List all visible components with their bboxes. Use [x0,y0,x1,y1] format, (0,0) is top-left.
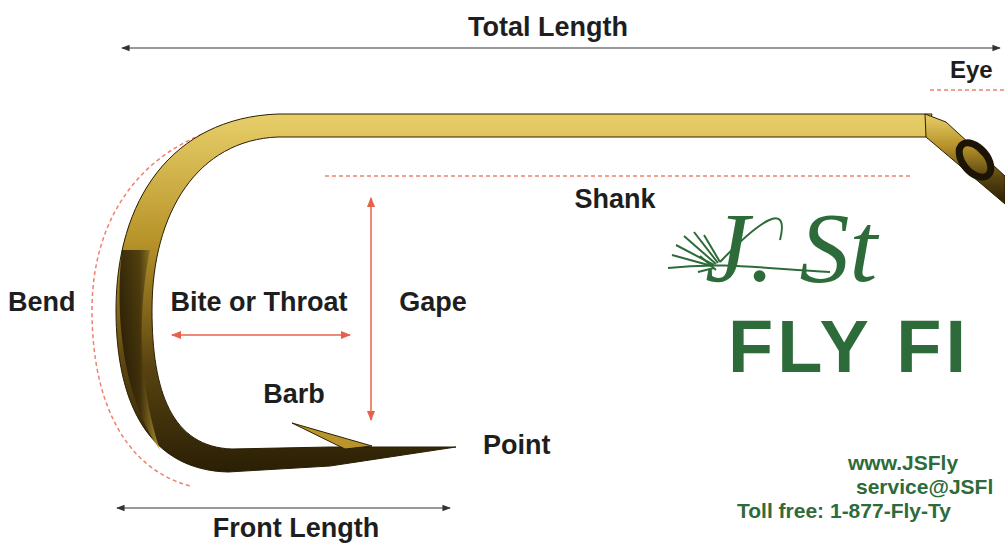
part-label: Bend [8,289,76,316]
logo-email: service@JSFl [856,476,993,497]
part-label: Gape [399,289,467,316]
part-label: Shank [574,186,655,213]
logo-phone: Toll free: 1-877-Fly-Ty [737,500,951,521]
logo-website: www.JSFly [848,452,958,473]
part-label: Bite or Throat [170,289,347,316]
logo-script: J. St [705,198,877,298]
part-label: Barb [263,381,325,408]
logo-wordmark: FLY FI [728,310,970,384]
dimension-label: Front Length [213,515,379,542]
part-label: Eye [950,58,993,82]
dimension-label: Total Length [468,14,628,41]
part-label: Point [483,432,551,459]
